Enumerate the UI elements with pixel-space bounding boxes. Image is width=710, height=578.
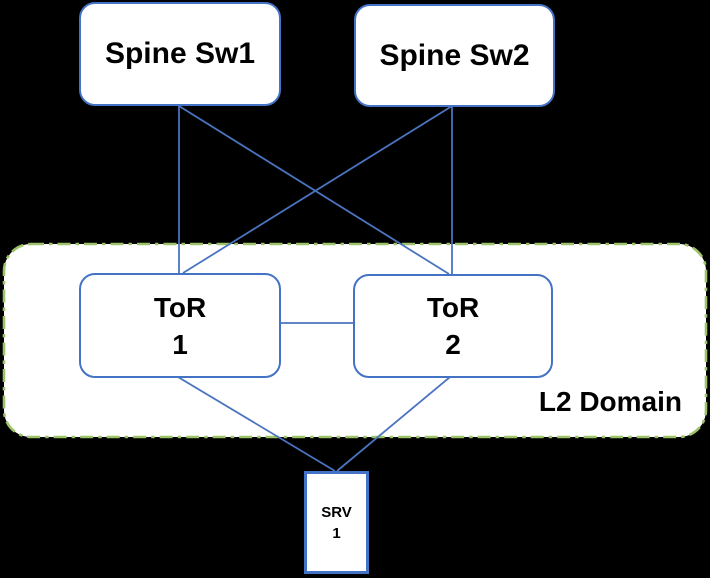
node-tor-2: ToR 2 [353, 274, 553, 378]
node-label: Spine Sw1 [104, 37, 256, 70]
node-sublabel: 2 [445, 329, 461, 360]
node-label: SRV [321, 503, 352, 521]
node-spine-sw2: Spine Sw2 [354, 4, 555, 107]
node-tor-1: ToR 1 [79, 273, 281, 378]
node-label: ToR [153, 291, 207, 323]
node-sublabel: 1 [332, 524, 341, 542]
node-label: Spine Sw2 [379, 38, 530, 72]
link-tor-1-srv-1 [177, 376, 336, 472]
node-spine-sw1: Spine Sw1 [79, 2, 281, 106]
node-sublabel: 1 [172, 328, 188, 360]
l2-domain-label: L2 Domain [538, 386, 682, 417]
node-srv-1: SRV 1 [304, 471, 369, 574]
node-label: ToR [426, 292, 480, 323]
link-spine-sw1-tor-2 [178, 105, 450, 275]
links-layer [177, 105, 453, 472]
link-spine-sw2-tor-1 [182, 105, 453, 274]
link-tor-2-srv-1 [336, 376, 451, 472]
